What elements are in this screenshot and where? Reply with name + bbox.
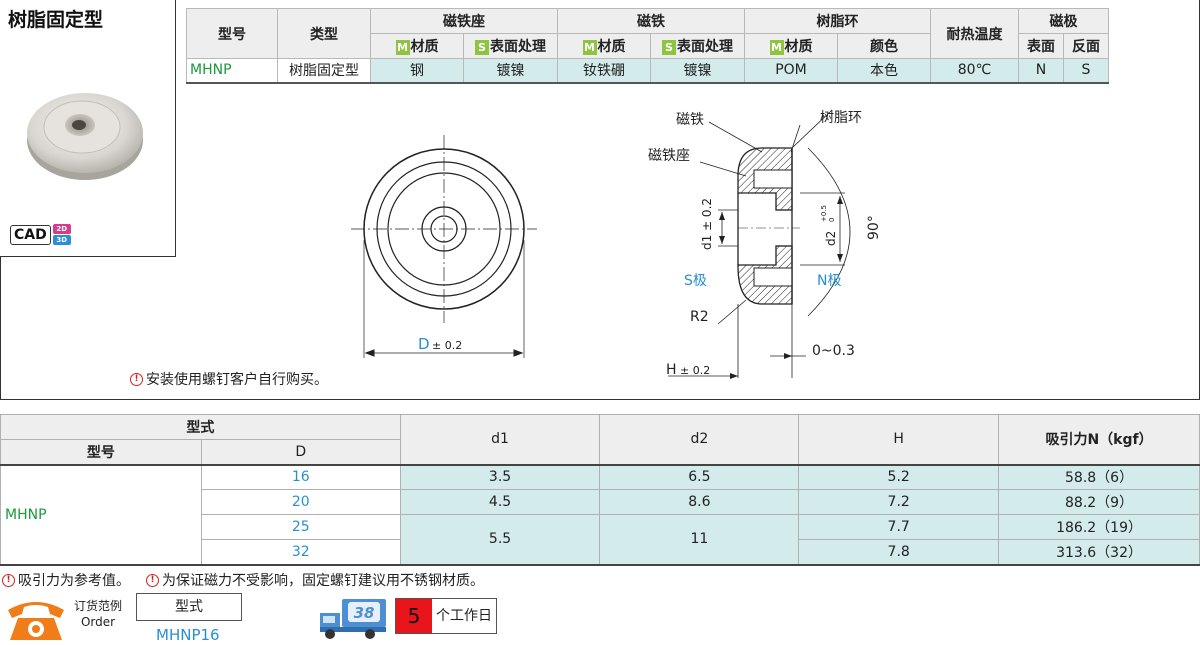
- table-merged-d1: 5.5: [399, 514, 601, 566]
- dim-header-D: D: [200, 439, 401, 466]
- order-example[interactable]: MHNP16: [156, 626, 220, 644]
- spec-subheader-pole-back: 反面: [1063, 33, 1109, 59]
- phone-icon: [8, 602, 64, 640]
- spec-header-model: 型号: [186, 8, 278, 59]
- note-stainless: 为保证磁力不受影响，固定螺钉建议用不锈钢材质。: [162, 573, 484, 589]
- warning-icon: !: [146, 573, 159, 587]
- label-magnet: 磁铁: [676, 112, 704, 128]
- table-row-H: 7.7: [798, 514, 1000, 540]
- spec-header-magnet-base: 磁铁座: [370, 8, 558, 34]
- delivery-truck-icon: 38: [320, 599, 386, 639]
- table-row-force: 186.2（19）: [998, 514, 1200, 540]
- dim-D-tol: ± 0.2: [432, 339, 462, 352]
- material-tag: M: [769, 39, 784, 55]
- dim-model-cell[interactable]: MHNP: [0, 464, 202, 566]
- label-resin-ring: 树脂环: [820, 110, 862, 126]
- spec-header-type: 类型: [277, 8, 371, 59]
- order-spec-box: 型式: [136, 593, 242, 621]
- delivery-days-number: 5: [396, 599, 432, 633]
- surface-tag: S: [662, 39, 676, 55]
- table-row-D[interactable]: 25: [200, 514, 401, 540]
- spec-magnet-surface-value: 镀镍: [650, 58, 745, 84]
- delivery-days-text: 个工作日: [432, 599, 496, 633]
- spec-base-material-value: 钢: [370, 58, 464, 84]
- material-tag: M: [395, 39, 410, 55]
- surface-tag: S: [475, 39, 489, 55]
- table-row-H: 5.2: [798, 464, 1000, 490]
- material-tag: M: [582, 39, 597, 55]
- table-row-force: 58.8（6）: [998, 464, 1200, 490]
- table-row-d2: 6.5: [599, 464, 800, 490]
- label-d2-tol-lower: 0: [828, 218, 836, 222]
- label-r2: R2: [690, 309, 709, 325]
- label-d2-tol-upper: +0.5: [820, 205, 828, 222]
- spec-model-value[interactable]: MHNP: [186, 58, 278, 84]
- spec-header-pole: 磁极: [1018, 8, 1109, 34]
- product-photo: [27, 93, 143, 180]
- table-row-D[interactable]: 16: [200, 464, 401, 490]
- label-d1: d1 ± 0.2: [700, 198, 714, 250]
- side-section: [737, 147, 800, 305]
- table-row-d2: 8.6: [599, 489, 800, 515]
- warning-icon: !: [130, 372, 143, 386]
- truck-badge: 38: [354, 604, 375, 622]
- spec-base-surface-value: 镀镍: [463, 58, 558, 84]
- table-row-force: 313.6（32）: [998, 539, 1200, 566]
- order-label: 订货范例 Order: [74, 599, 123, 629]
- dim-header-force: 吸引力N（kgf）: [998, 414, 1200, 466]
- table-merged-d2: 11: [599, 514, 800, 566]
- spec-ring-color-value: 本色: [837, 58, 931, 84]
- order-area: 订货范例 Order 型式 MHNP16 38 5 个工作日: [0, 591, 1200, 645]
- dim-header-d1: d1: [399, 414, 601, 466]
- cad-2d-tag: 2D: [52, 224, 71, 234]
- product-box: 树脂固定型 CAD 2D 3D: [0, 0, 176, 257]
- product-title: 树脂固定型: [8, 9, 104, 31]
- technical-drawing: D ± 0.2: [351, 109, 882, 379]
- label-angle: 90°: [866, 215, 882, 240]
- dim-D-label: D: [418, 335, 430, 353]
- spec-subheader-pole-front: 表面: [1018, 33, 1064, 59]
- label-s-pole: S极: [684, 273, 707, 289]
- note-reference: 吸引力为参考值。: [18, 573, 130, 589]
- dim-header-d2: d2: [599, 414, 800, 466]
- spec-pole-back-value: S: [1063, 58, 1109, 84]
- dimension-table: 型式 d1 d2 H 吸引力N（kgf） 型号 D MHNP 16 3.5 6.…: [0, 414, 1200, 566]
- table-row-force: 88.2（9）: [998, 489, 1200, 515]
- dim-header-spec: 型式: [0, 414, 401, 440]
- cad-3d-tag: 3D: [52, 235, 71, 245]
- label-n-pole: N极: [817, 273, 841, 289]
- delivery-days: 5 个工作日: [395, 598, 497, 634]
- spec-header-magnet: 磁铁: [557, 8, 745, 34]
- front-view: [351, 135, 537, 358]
- table-row-d1: 4.5: [399, 489, 601, 515]
- label-h: H: [666, 362, 677, 378]
- dim-header-model: 型号: [0, 439, 202, 466]
- table-row-H: 7.2: [798, 489, 1000, 515]
- spec-ring-material-value: POM: [744, 58, 838, 84]
- label-d2: d2: [824, 231, 838, 246]
- install-note-text: 安装使用螺钉客户自行购买。: [146, 372, 328, 388]
- table-row-D[interactable]: 32: [200, 539, 401, 566]
- table-row-H: 7.8: [798, 539, 1000, 566]
- label-h-tol: ± 0.2: [680, 364, 710, 377]
- warning-icon: !: [2, 573, 15, 587]
- table-row-D[interactable]: 20: [200, 489, 401, 515]
- install-note: ! 安装使用螺钉客户自行购买。: [130, 369, 328, 389]
- cad-label: CAD: [10, 224, 51, 245]
- label-magnet-base: 磁铁座: [648, 148, 690, 164]
- table-row-d1: 3.5: [399, 464, 601, 490]
- dim-header-H: H: [798, 414, 1000, 466]
- spec-heat-temp-value: 80℃: [930, 58, 1019, 84]
- bottom-notes: ! 吸引力为参考值。 ! 为保证磁力不受影响，固定螺钉建议用不锈钢材质。: [2, 570, 484, 590]
- spec-header-heat-temp: 耐热温度: [930, 8, 1019, 59]
- label-gap: 0~0.3: [812, 343, 855, 359]
- cad-badge[interactable]: CAD 2D 3D: [10, 224, 71, 245]
